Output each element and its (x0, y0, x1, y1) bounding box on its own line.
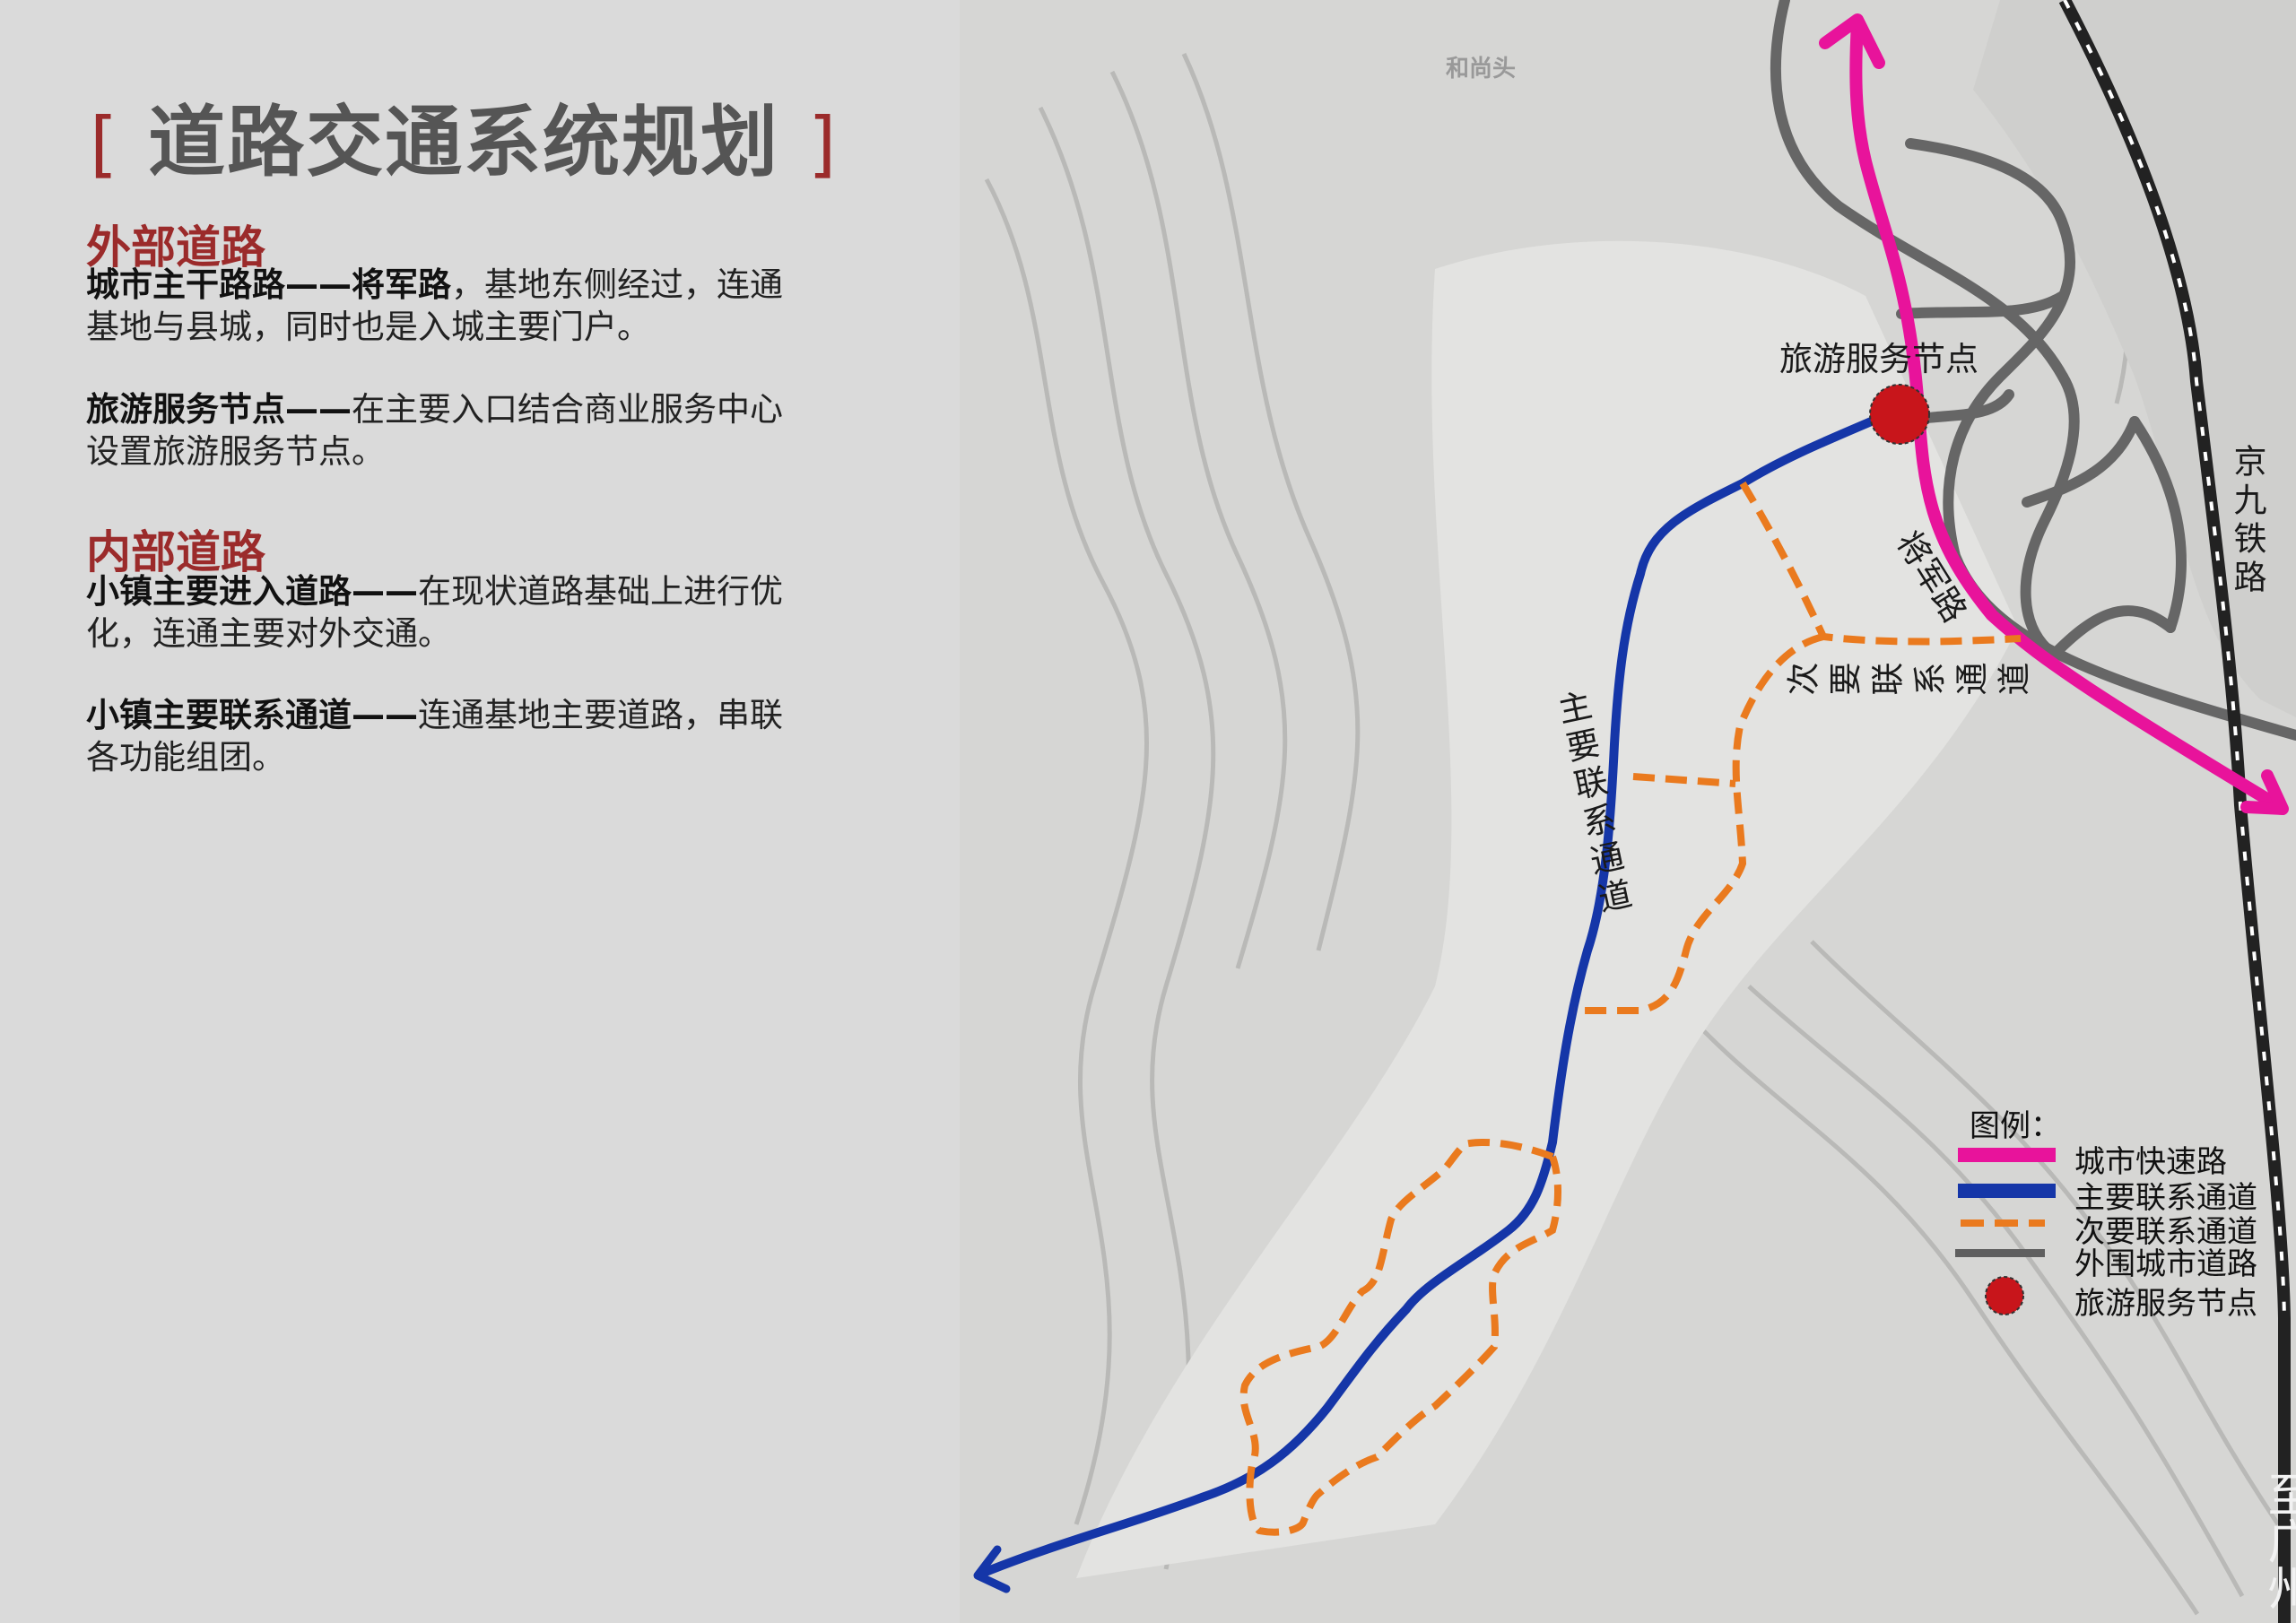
title-bracket-close: ] (808, 102, 839, 186)
paragraph-text: 各功能组团。 (86, 738, 285, 777)
paragraph-lead: 小镇主要联系通道—— (86, 696, 418, 734)
paragraph-lead: 城市主干路路——将军路 (86, 265, 451, 304)
paragraph-text: 在主要入口结合商业服务中心 (352, 390, 783, 429)
paragraph-tourism-node: 旅游服务节点——在主要入口结合商业服务中心 设置旅游服务节点。 (86, 388, 783, 473)
legend-title: 图例： (1970, 1108, 2061, 1144)
legend-swatch-main-channel (1958, 1184, 2056, 1198)
expressway-arrow-south (2240, 769, 2289, 815)
paragraph-entry-road: 小镇主要进入道路——在现状道路基础上进行优 化，连通主要对外交通。 (86, 570, 783, 655)
page-title: [ 道路交通系统规划 ] (90, 79, 838, 191)
paragraph-text: 连通基地主要道路，串联 (418, 696, 783, 734)
section-heading-internal: 内部道路 (86, 526, 265, 578)
section-heading-external: 外部道路 (86, 221, 265, 273)
legend-label-main-channel: 主要联系通道 (2074, 1180, 2257, 1216)
paragraph-text: ，基地东侧经过，连通 (451, 265, 783, 304)
legend-label-secondary-channel: 次要联系通道 (2074, 1214, 2257, 1250)
paragraph-text: 设置旅游服务节点。 (86, 432, 385, 471)
paragraph-lead: 小镇主要进入道路—— (86, 572, 418, 611)
railway-label: 京九铁路 (2228, 444, 2266, 598)
paragraph-text: 基地与县城，同时也是入城主要门户。 (86, 308, 650, 346)
paragraph-text: 化，连通主要对外交通。 (86, 614, 451, 653)
legend-label-expressway: 城市快速路 (2074, 1144, 2227, 1180)
paragraph-lead: 旅游服务节点—— (86, 390, 352, 429)
legend-swatch-expressway (1958, 1148, 2056, 1162)
site-area (1076, 240, 2018, 1578)
terrain-contours (984, 44, 2281, 1616)
text-panel: [ 道路交通系统规划 ] 外部道路 城市主干路路——将军路，基地东侧经过，连通 … (0, 0, 960, 1623)
expressway-arrow-north (1819, 13, 1885, 69)
place-label-heshangtou: 和尚头 (1446, 56, 1517, 82)
legend-label-peripheral-road: 外围城市道路 (2074, 1246, 2257, 1282)
secondary-channel-label: 次要联系通道 (1786, 663, 2039, 701)
secondary-channels (1239, 481, 2022, 1536)
tourism-node-label: 旅游服务节点 (1779, 340, 1979, 378)
paragraph-arterial-road: 城市主干路路——将军路，基地东侧经过，连通 基地与县城，同时也是入城主要门户。 (86, 264, 783, 348)
legend-swatch-peripheral-road (1955, 1249, 2045, 1257)
legend-label-tourism-node: 旅游服务节点 (2074, 1286, 2257, 1322)
title-bracket-open: [ (90, 102, 120, 186)
expressway-route (1849, 16, 2283, 812)
paragraph-text: 在现状道路基础上进行优 (418, 572, 783, 611)
to-guangzhou-label: 至广州 (2259, 1471, 2296, 1610)
main-channel-arrow (973, 1545, 1011, 1593)
legend-swatch-tourism-node (1985, 1276, 2024, 1315)
main-channel-route (977, 412, 1886, 1578)
tourism-node-marker (1869, 384, 1930, 445)
paragraph-main-channel: 小镇主要联系通道——连通基地主要道路，串联 各功能组团。 (86, 694, 783, 778)
title-text: 道路交通系统规划 (148, 98, 780, 187)
